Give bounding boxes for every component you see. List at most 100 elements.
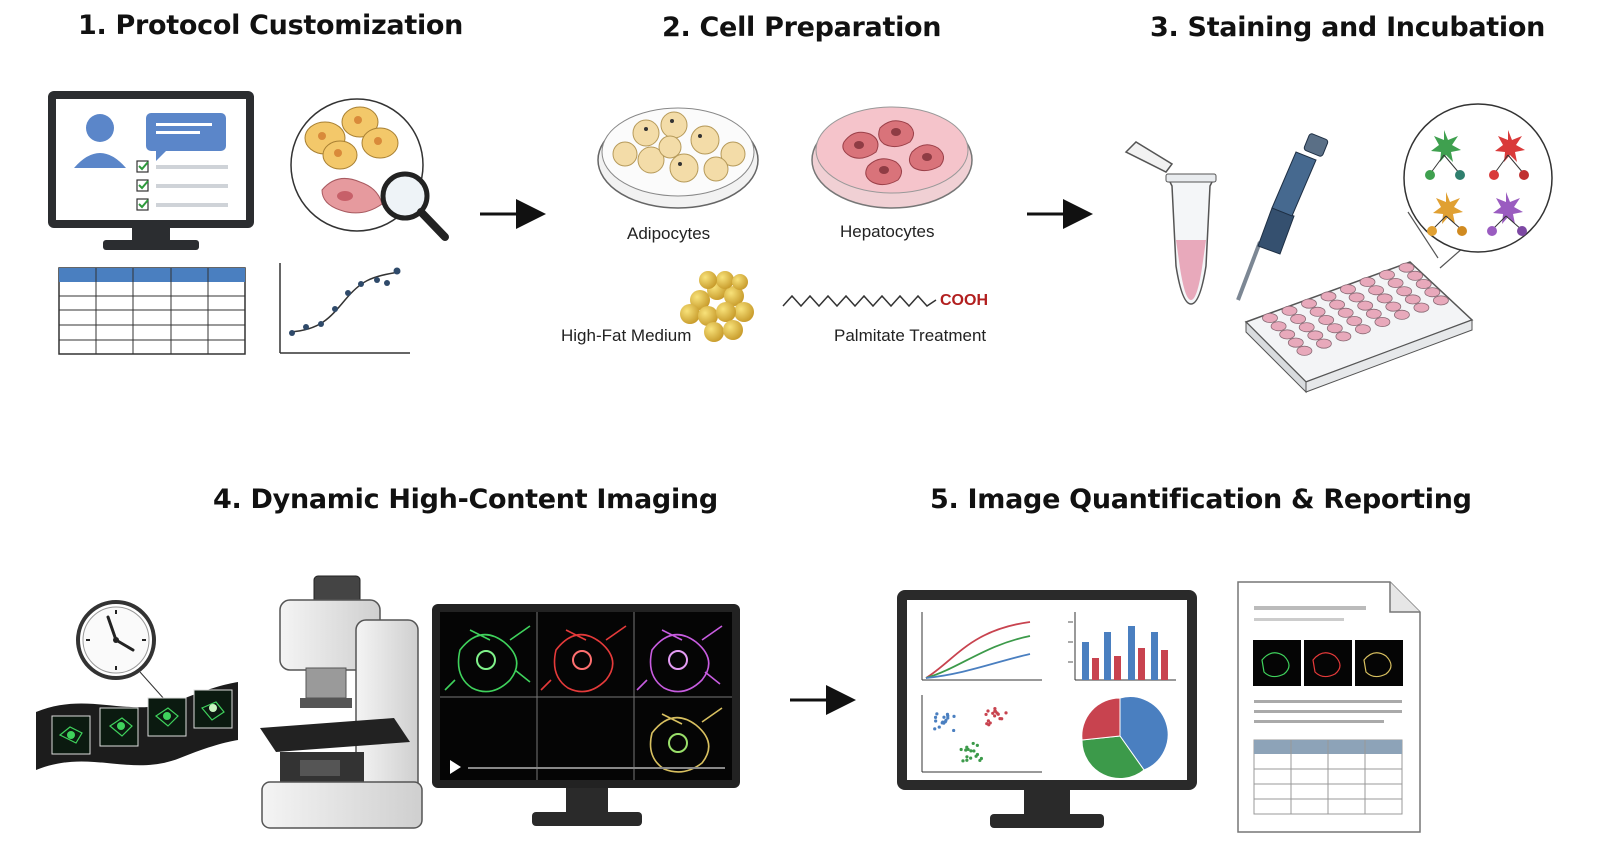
plate-well — [1374, 316, 1391, 327]
green-star-icon — [1425, 130, 1465, 180]
merged-cell-image — [649, 707, 723, 773]
orange-star-icon — [1427, 192, 1467, 236]
scatter-point — [965, 758, 969, 762]
plate-well — [1337, 307, 1354, 318]
plate-well — [1287, 337, 1304, 348]
plate-well — [1262, 312, 1278, 323]
hepatocytes-label: Hepatocytes — [840, 222, 935, 241]
purple-star-icon — [1487, 192, 1527, 236]
scatter-point — [933, 715, 938, 719]
scatter-point — [940, 721, 944, 725]
scatter-point — [986, 709, 990, 713]
scatter-point — [969, 756, 973, 760]
plate-well — [1407, 270, 1423, 281]
plate-well — [1290, 313, 1306, 324]
report-document-icon — [1237, 581, 1421, 833]
scatter-point — [985, 722, 989, 726]
plate-well — [1365, 308, 1382, 319]
scatter-point — [975, 743, 979, 747]
scatter-point — [952, 714, 956, 719]
stage-5-title: 5. Image Quantification & Reporting — [930, 484, 1472, 515]
plate-well — [1413, 302, 1430, 313]
film-strip-icon — [36, 682, 238, 770]
hepatocytes-dish-icon — [811, 106, 973, 209]
red-star-icon — [1489, 130, 1529, 180]
scatter-point — [984, 712, 988, 717]
scatter-point — [1004, 711, 1008, 715]
stage-4-title: 4. Dynamic High-Content Imaging — [213, 484, 718, 515]
pie-chart-icon — [1081, 696, 1169, 780]
palmitate-treatment-label: Palmitate Treatment — [834, 326, 987, 345]
cluster-scatter-icon — [921, 695, 1042, 773]
plate-well — [1385, 301, 1402, 312]
scatter-point — [952, 728, 956, 733]
plate-well — [1320, 291, 1337, 302]
scatter-point — [991, 711, 995, 715]
plate-well — [1387, 277, 1404, 288]
plate-well — [1335, 331, 1352, 342]
analysis-monitor-icon — [897, 590, 1197, 828]
plate-well — [1279, 329, 1296, 340]
scatter-point — [979, 756, 983, 761]
scatter-point — [998, 717, 1002, 721]
scatter-point — [937, 725, 941, 729]
plate-well — [1329, 299, 1345, 310]
plate-well — [1394, 309, 1410, 320]
plate-well — [1346, 315, 1363, 326]
plate-well — [1359, 276, 1376, 287]
bar-chart-icon — [1068, 612, 1176, 681]
palmitate-chain-icon — [782, 294, 937, 308]
growth-curves-chart — [921, 612, 1042, 681]
imaging-monitor-icon — [432, 604, 740, 826]
scatter-point — [946, 716, 950, 720]
plate-well — [1376, 293, 1393, 304]
high-fat-medium-label: High-Fat Medium — [561, 326, 692, 345]
scatter-point — [933, 727, 937, 731]
stage-1-title: 1. Protocol Customization — [78, 10, 464, 41]
stage-2-title: 2. Cell Preparation — [662, 12, 942, 43]
stage-3-title: 3. Staining and Incubation — [1150, 12, 1546, 43]
plate-well — [1270, 321, 1287, 332]
scatter-point — [986, 719, 990, 723]
scatter-point — [961, 759, 965, 763]
plate-well — [1379, 269, 1395, 280]
purple-cell-image — [636, 625, 723, 693]
plate-well — [1298, 322, 1315, 333]
plate-well — [1307, 330, 1324, 341]
play-icon[interactable] — [450, 760, 461, 774]
scatter-point — [972, 749, 976, 753]
plate-well — [1433, 295, 1449, 306]
plate-well — [1348, 292, 1365, 303]
clock-icon — [76, 600, 166, 701]
plate-well — [1318, 314, 1335, 325]
dose-response-plot-icon — [279, 263, 410, 354]
scatter-point — [974, 754, 978, 758]
scatter-point — [993, 709, 997, 713]
plate-well — [1296, 345, 1313, 356]
microscope-icon — [260, 575, 423, 829]
scatter-point — [946, 714, 950, 718]
scatter-point — [996, 712, 1000, 716]
plate-well — [1404, 294, 1421, 305]
green-cell-image — [444, 625, 531, 693]
pipette-icon — [1236, 133, 1329, 301]
plate-well — [1281, 305, 1298, 316]
plate-well — [1415, 278, 1432, 289]
data-table-icon — [58, 267, 246, 355]
scatter-point — [942, 715, 946, 719]
plate-well — [1316, 338, 1332, 349]
plate-well — [1326, 323, 1343, 334]
scatter-point — [993, 707, 997, 711]
scatter-point — [943, 720, 947, 724]
scatter-point — [934, 719, 938, 723]
adipocytes-label: Adipocytes — [627, 224, 711, 243]
microtube-icon — [1124, 141, 1217, 305]
cooh-label: COOH — [940, 292, 988, 309]
plate-well — [1357, 300, 1374, 311]
plate-well — [1340, 284, 1356, 295]
protocol-monitor-icon — [48, 91, 254, 250]
red-cell-image — [540, 625, 627, 693]
adipocytes-dish-icon — [597, 107, 759, 209]
scatter-point — [969, 749, 973, 753]
scatter-point — [965, 755, 969, 759]
